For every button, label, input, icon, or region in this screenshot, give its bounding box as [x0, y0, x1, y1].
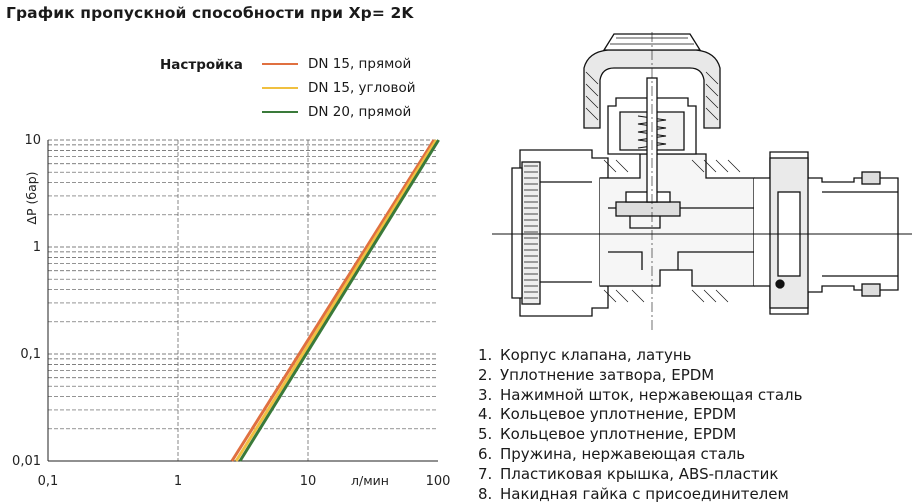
part-number: 8.: [478, 484, 493, 503]
part-description: Нажимной шток, нержавеющая сталь: [500, 385, 803, 404]
legend-swatch: [262, 62, 298, 66]
parts-list: 1. Корпус клапана, латунь 2. Уплотнение за…: [478, 346, 802, 504]
legend-label: DN 15, угловой: [308, 80, 416, 96]
flow-chart: 0,1 1 10 100 0,01 0,1 1 10 л/мин ΔP (бар): [12, 133, 451, 489]
y-tick-label: 0,1: [20, 347, 41, 362]
parts-list-item: 3. Нажимной шток, нержавеющая сталь: [478, 386, 802, 406]
x-tick-label: 100: [426, 474, 451, 489]
legend-item-dn15-angle: DN 15, угловой: [262, 78, 416, 98]
legend-item-dn20-straight: DN 20, прямой: [262, 102, 411, 122]
part-number: 4.: [478, 405, 493, 424]
y-axis-label: ΔP (бар): [24, 171, 39, 224]
part-description: Пластиковая крышка, ABS-пластик: [500, 464, 779, 483]
part-description: Кольцевое уплотнение, EPDM: [500, 425, 737, 444]
series-line-1: [230, 139, 436, 462]
series-line-3: [238, 139, 440, 462]
x-tick-label: 0,1: [38, 474, 59, 489]
part-description: Корпус клапана, латунь: [500, 346, 692, 364]
parts-list-item: 4. Кольцевое уплотнение, EPDM: [478, 405, 802, 425]
valve-cross-section-drawing: [492, 32, 912, 332]
series-line-2: [234, 139, 438, 462]
legend-item-dn15-straight: DN 15, прямой: [262, 54, 411, 74]
legend-swatch: [262, 110, 298, 114]
parts-list-item: 8. Накидная гайка с присоединителем: [478, 485, 802, 504]
part-number: 3.: [478, 385, 493, 404]
part-number: 2.: [478, 365, 493, 384]
part-number: 5.: [478, 425, 493, 444]
y-tick-label: 10: [24, 133, 41, 148]
legend-label: DN 20, прямой: [308, 104, 412, 120]
part-description: Накидная гайка с присоединителем: [500, 484, 789, 503]
part-number: 6.: [478, 444, 493, 463]
part-description: Пружина, нержавеющая сталь: [500, 444, 746, 463]
legend-title: Настройка: [160, 57, 243, 73]
x-axis-label: л/мин: [351, 473, 389, 488]
chart-title: График пропускной способности при Xp= 2K: [6, 4, 414, 22]
part-description: Уплотнение затвора, EPDM: [500, 365, 715, 384]
part-number: 1.: [478, 346, 493, 364]
parts-list-item: 7. Пластиковая крышка, ABS-пластик: [478, 465, 802, 485]
parts-list-item: 6. Пружина, нержавеющая сталь: [478, 445, 802, 465]
part-number: 7.: [478, 464, 493, 483]
part-description: Кольцевое уплотнение, EPDM: [500, 405, 737, 424]
parts-list-item: 5. Кольцевое уплотнение, EPDM: [478, 425, 802, 445]
parts-list-item: 2. Уплотнение затвора, EPDM: [478, 366, 802, 386]
legend-label: DN 15, прямой: [308, 56, 412, 72]
y-tick-label: 1: [33, 240, 41, 255]
x-tick-label: 10: [300, 474, 317, 489]
parts-list-item: 1. Корпус клапана, латунь: [478, 346, 802, 366]
x-tick-label: 1: [174, 474, 182, 489]
y-tick-label: 0,01: [12, 454, 41, 469]
legend-swatch: [262, 86, 298, 90]
